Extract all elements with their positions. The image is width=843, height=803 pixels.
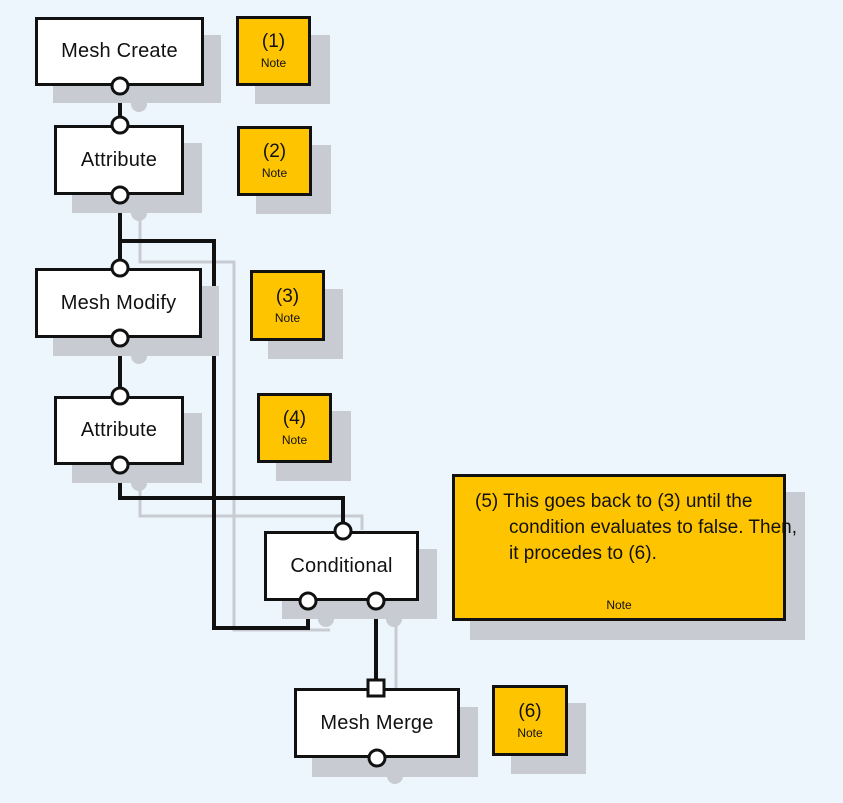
note-6[interactable]: (6) Note: [492, 685, 568, 756]
output-port-true[interactable]: [298, 591, 318, 611]
note-label: Note: [261, 166, 288, 180]
node-label: Mesh Merge: [320, 711, 434, 734]
output-port[interactable]: [110, 185, 130, 205]
output-port[interactable]: [110, 455, 130, 475]
note-1[interactable]: (1) Note: [236, 16, 311, 86]
port-shadow: [131, 475, 147, 491]
output-port[interactable]: [367, 748, 387, 768]
port-shadow: [131, 96, 147, 112]
port-shadow: [131, 348, 147, 364]
output-port[interactable]: [110, 328, 130, 348]
node-label: Attribute: [80, 419, 158, 441]
node-label: Mesh Modify: [60, 291, 177, 314]
note-label: Note: [260, 56, 287, 70]
port-shadow: [386, 611, 402, 627]
input-port[interactable]: [110, 258, 130, 278]
note-2[interactable]: (2) Note: [237, 126, 312, 196]
note-number: (2): [262, 141, 287, 162]
port-shadow: [387, 768, 403, 784]
edge-shadow: [138, 490, 364, 530]
note-label: Note: [274, 310, 301, 325]
output-port[interactable]: [110, 76, 130, 96]
merge-input-port[interactable]: [366, 678, 386, 698]
port-shadow: [131, 205, 147, 221]
node-attribute[interactable]: Attribute: [54, 396, 184, 465]
note-text: (5) This goes back to (3) until the cond…: [475, 491, 798, 564]
node-label: Conditional: [290, 554, 393, 577]
note-number: (3): [275, 285, 300, 307]
note-3[interactable]: (3) Note: [250, 270, 325, 341]
output-port-false[interactable]: [366, 591, 386, 611]
note-number: (1): [261, 31, 286, 52]
port-shadow: [318, 611, 334, 627]
node-label: Attribute: [80, 148, 158, 171]
note-label: Note: [281, 433, 308, 447]
edge-loop-back: [120, 239, 310, 630]
input-port[interactable]: [110, 115, 130, 135]
node-label: Mesh Create: [61, 40, 178, 62]
node-mesh-create[interactable]: Mesh Create: [35, 17, 204, 86]
input-port[interactable]: [333, 521, 353, 541]
note-4[interactable]: (4) Note: [257, 393, 332, 463]
node-mesh-modify[interactable]: Mesh Modify: [35, 268, 202, 338]
input-port[interactable]: [110, 386, 130, 406]
note-number: (4): [282, 408, 307, 429]
node-conditional[interactable]: Conditional: [264, 531, 419, 601]
note-5[interactable]: (5) This goes back to (3) until the cond…: [452, 474, 797, 621]
note-label: Note: [517, 725, 543, 740]
note-label: Note: [606, 598, 632, 612]
note-number: (6): [518, 700, 542, 722]
